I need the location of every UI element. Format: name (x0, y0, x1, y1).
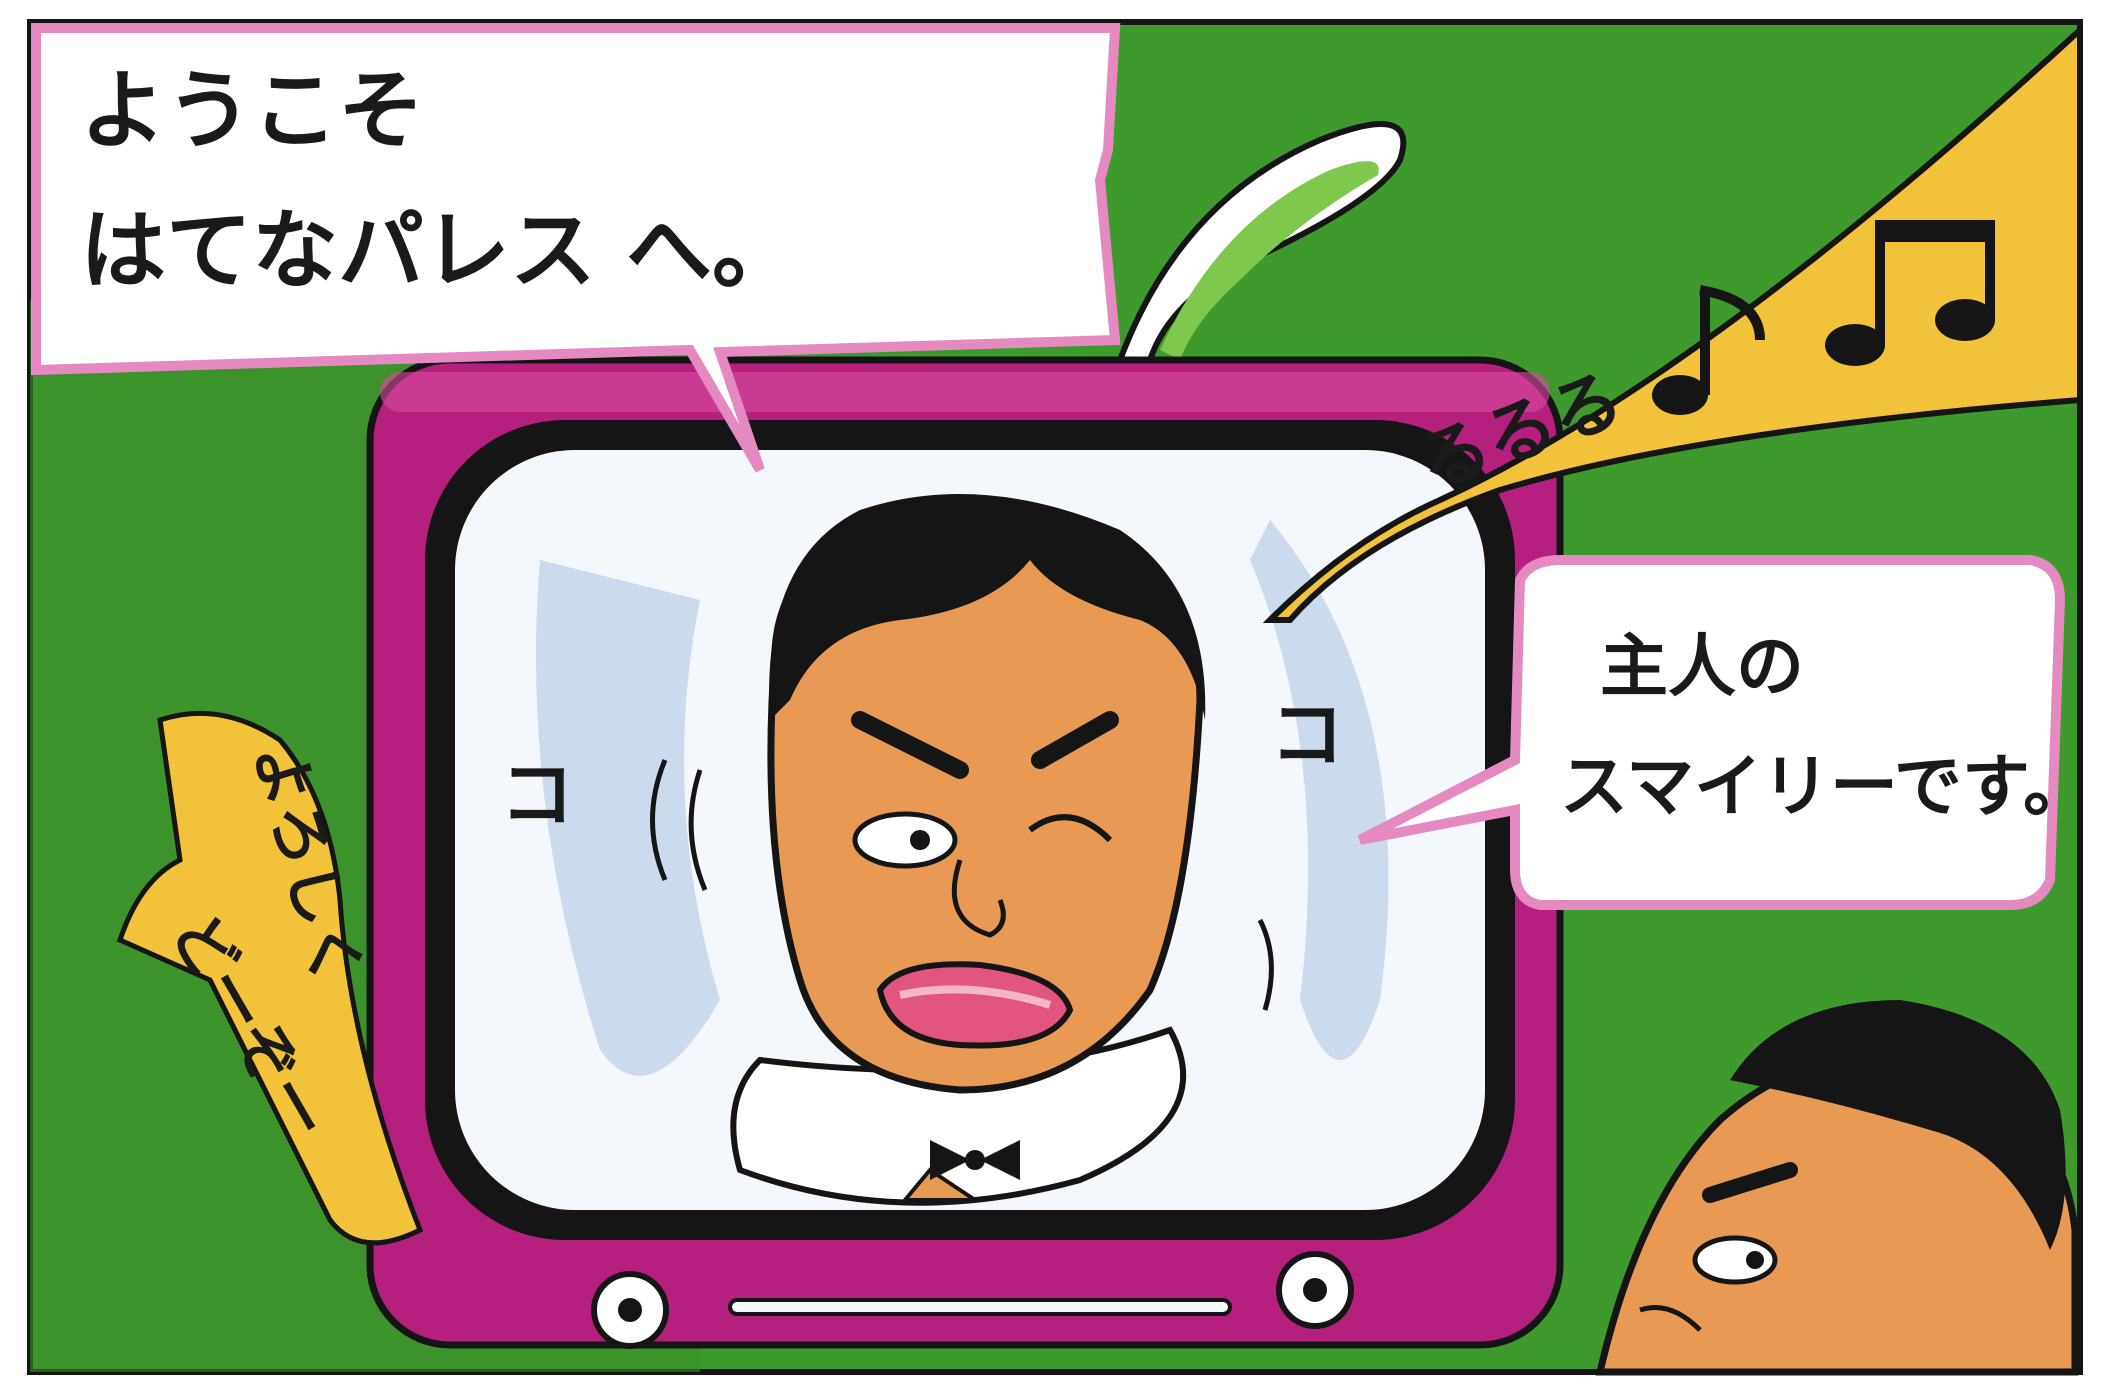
host-neck (900, 1167, 982, 1202)
welcome-speech-bubble: ようこそ はてなパレス へ。 (31, 23, 1121, 473)
motion-line (650, 759, 668, 881)
onlooker-character (1595, 1000, 2079, 1376)
onlooker-hair (1730, 1000, 2066, 1250)
host-intro-line2: スマイリーです。 (1560, 748, 2091, 827)
tv-knob-right-center (1303, 1278, 1327, 1302)
greeting-bubble-shape (116, 710, 424, 1246)
bowtie-icon (930, 1140, 1020, 1180)
screen-glare-right (1250, 520, 1389, 1060)
host-mouth (876, 961, 1074, 1049)
sound-mark-left: コ (500, 752, 574, 838)
host-intro-line1: 主人の (1600, 628, 1804, 707)
tv-handle-inner (1160, 161, 1379, 360)
onlooker-pupil (1746, 1251, 1764, 1269)
tune-bubble-shape (1262, 23, 2083, 623)
tv-speaker-grille (728, 1298, 1232, 1316)
host-left-eyebrow (851, 711, 969, 779)
onlooker-eyebrow (1702, 1162, 1798, 1203)
eighth-notes-icon (1825, 220, 1995, 366)
host-intro-speech-bubble: 主人の スマイリーです。 (1357, 555, 2091, 910)
bowtie-knot (965, 1150, 985, 1170)
host-teeth (899, 985, 1052, 1009)
onlooker-eye (1692, 1235, 1778, 1285)
motion-line (688, 769, 708, 891)
onlooker-mouth (1639, 1305, 1702, 1332)
welcome-text-line1: ようこそ (80, 61, 424, 161)
motion-line (1257, 918, 1274, 1011)
host-hair (769, 494, 1206, 720)
host-right-eyebrow (1031, 711, 1119, 769)
welcome-bubble-shape (31, 23, 1121, 473)
host-bubble-shape (1357, 555, 2066, 910)
host-nose (951, 859, 1006, 938)
host-left-pupil (910, 830, 930, 850)
welcome-text-line2: はてなパレス へ。 (80, 201, 798, 301)
music-note-icon (1652, 285, 1765, 415)
host-right-eye-wink (1028, 814, 1113, 843)
sound-mark-right: コ (1270, 692, 1344, 778)
screen-glare-left (536, 560, 720, 1076)
tv-highlight (380, 372, 1550, 412)
host-left-eye (852, 811, 958, 869)
tv-knob-left-center (618, 1298, 642, 1322)
host-character (730, 494, 1206, 1206)
